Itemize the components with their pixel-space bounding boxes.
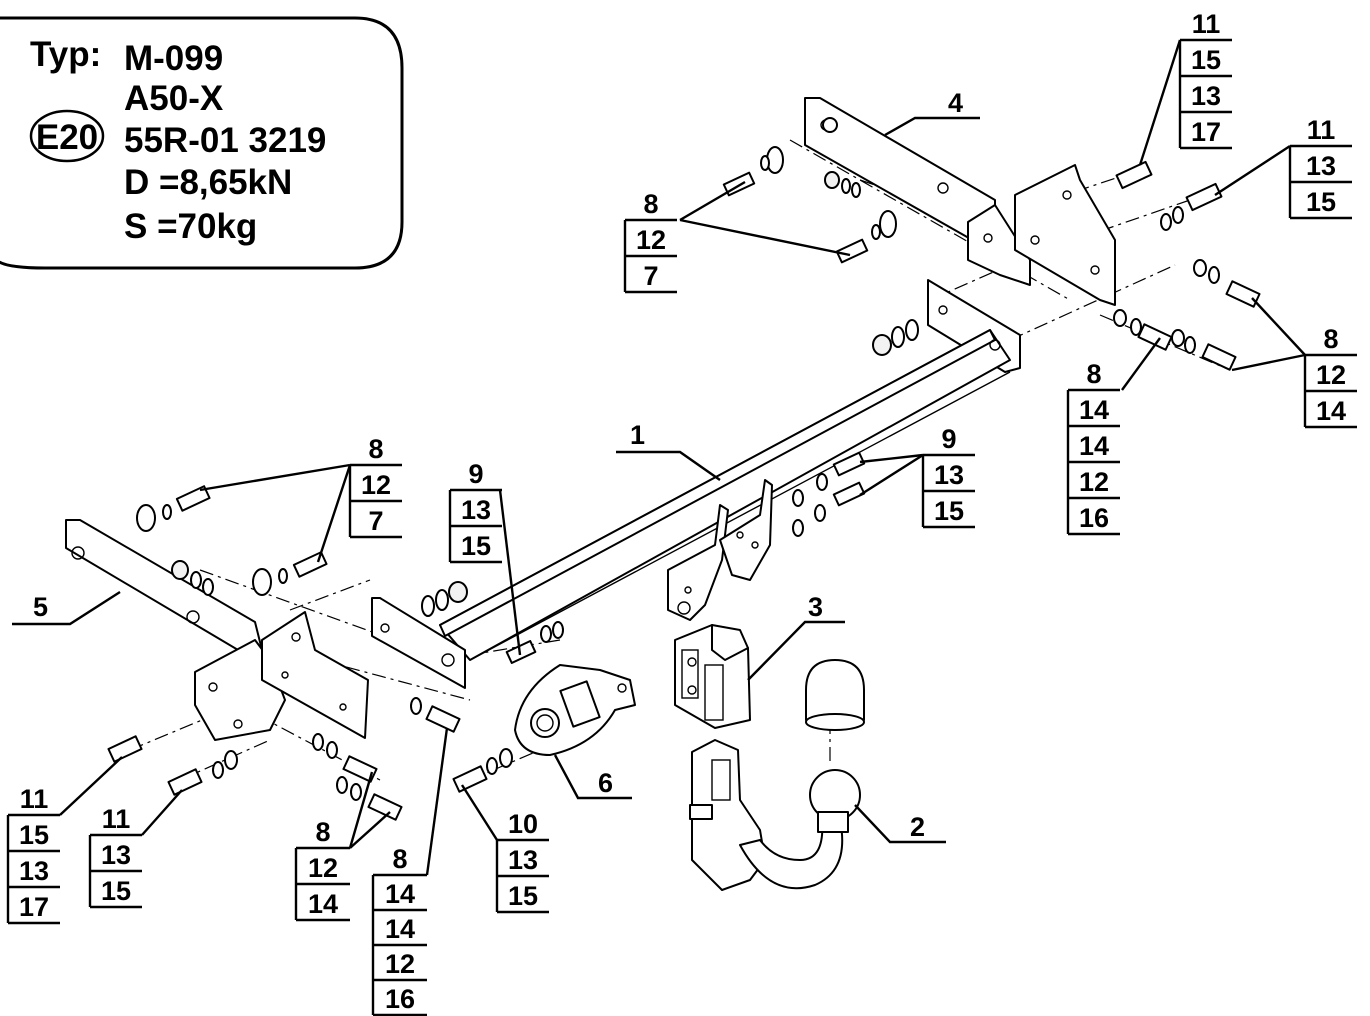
- beam-fasteners: [421, 319, 919, 664]
- typ-value: M-099: [124, 39, 223, 78]
- stack-value: 11: [1192, 9, 1221, 39]
- stack-value: 17: [1191, 117, 1221, 147]
- ball-hook: [689, 659, 865, 891]
- callout-part-4: 4: [948, 88, 963, 118]
- mounting-housing: [674, 624, 751, 729]
- stack-value: 14: [308, 889, 338, 919]
- socket-plate: [514, 664, 636, 756]
- stack-bottom-mid-b: 8 14 14 12 16: [371, 844, 427, 1016]
- stack-value: 12: [636, 225, 666, 255]
- stack-value: 12: [1316, 360, 1346, 390]
- stack-left-upper: 8 12 7: [348, 434, 402, 539]
- stack-value: 15: [508, 881, 538, 911]
- stack-value: 7: [368, 506, 383, 536]
- callout-part-5: 5: [33, 592, 48, 622]
- stack-value: 11: [1307, 115, 1336, 145]
- stack-bottom-left-b: 11 13 15: [88, 804, 142, 909]
- stack-value: 14: [1079, 431, 1109, 461]
- stack-value: 14: [1079, 395, 1109, 425]
- stack-value: 9: [468, 459, 483, 489]
- callout-part-6: 6: [598, 768, 613, 798]
- approval-mark-circle: [29, 109, 105, 163]
- d-value: D =8,65kN: [124, 163, 292, 202]
- stack-value: 13: [1191, 81, 1221, 111]
- stack-value: 15: [19, 820, 49, 850]
- stack-value: 13: [934, 460, 964, 490]
- leader-lines: [12, 39, 1306, 876]
- part-callouts: 4 1 3 2 6 5: [33, 88, 963, 842]
- stack-value: 15: [934, 496, 964, 526]
- stack-value: 8: [643, 189, 658, 219]
- typ-label: Typ:: [30, 35, 101, 74]
- stack-value: 14: [385, 879, 415, 909]
- stack-bottom-mid-a: 8 12 14: [294, 817, 350, 922]
- stack-value: 8: [1323, 324, 1338, 354]
- stack-right-bolts: 8 12 14: [1303, 324, 1357, 429]
- stack-value: 14: [1316, 396, 1346, 426]
- stack-middle-right: 9 13 15: [921, 424, 975, 529]
- stack-top-right-b: 11 13 15: [1288, 115, 1352, 220]
- callout-part-2: 2: [910, 812, 925, 842]
- stack-value: 11: [20, 784, 49, 814]
- stack-value: 15: [461, 531, 491, 561]
- stack-bottom-left-a: 11 15 13 17: [6, 784, 60, 925]
- stack-value: 8: [368, 434, 383, 464]
- stack-value: 13: [1306, 151, 1336, 181]
- model-code: A50-X: [124, 79, 224, 118]
- stack-value: 12: [1079, 467, 1109, 497]
- stack-value: 11: [102, 804, 131, 834]
- stack-value: 15: [101, 876, 131, 906]
- callout-part-3: 3: [808, 592, 823, 622]
- stack-value: 15: [1306, 187, 1336, 217]
- type-plate: Typ: M-099 A50-X E20 55R-01 3219 D =8,65…: [0, 16, 404, 270]
- s-value: S =70kg: [124, 207, 257, 246]
- stack-value: 14: [385, 914, 415, 944]
- stack-value: 13: [101, 840, 131, 870]
- stack-value: 9: [941, 424, 956, 454]
- stack-top-right-a: 11 15 13 17: [1178, 9, 1232, 150]
- stack-value: 16: [1079, 503, 1109, 533]
- stack-value: 13: [508, 845, 538, 875]
- right-fasteners: [1113, 160, 1261, 371]
- stack-value: 12: [385, 949, 415, 979]
- stack-value: 12: [308, 853, 338, 883]
- main-cross-beam: [371, 279, 1021, 689]
- approval-number: 55R-01 3219: [124, 121, 326, 160]
- stack-value: 13: [461, 495, 491, 525]
- approval-mark: E20: [36, 118, 98, 157]
- stack-value: 10: [508, 809, 538, 839]
- stack-bottom-center: 10 13 15: [495, 809, 549, 914]
- stack-value: 17: [19, 892, 49, 922]
- left-fasteners: [107, 697, 513, 821]
- left-side-bracket: [65, 485, 369, 741]
- stack-value: 16: [385, 984, 415, 1014]
- stack-value: 8: [392, 844, 407, 874]
- stack-right-center: 8 14 14 12 16: [1066, 359, 1120, 536]
- stack-value: 13: [19, 856, 49, 886]
- right-side-bracket: [722, 97, 1116, 306]
- stack-upper-left-bolts: 8 12 7: [623, 189, 677, 294]
- stack-value: 8: [1086, 359, 1101, 389]
- stack-value: 15: [1191, 45, 1221, 75]
- stack-value: 7: [643, 261, 658, 291]
- stack-value: 12: [361, 470, 391, 500]
- stack-value: 8: [315, 817, 330, 847]
- callout-part-1: 1: [630, 420, 645, 450]
- stack-center-left: 9 13 15: [448, 459, 502, 564]
